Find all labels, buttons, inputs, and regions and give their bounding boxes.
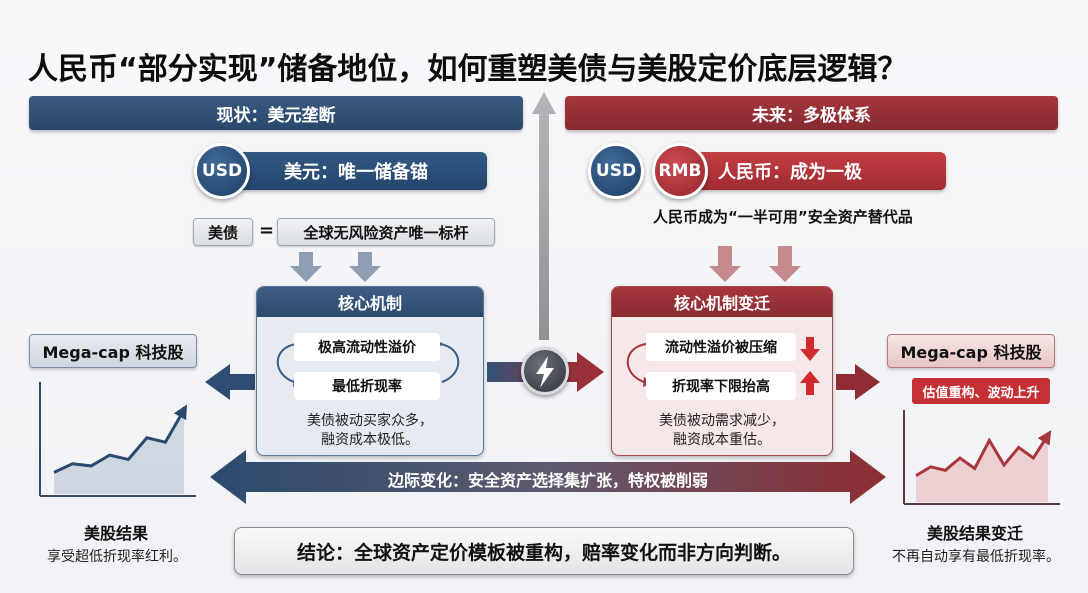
benchmark-chip: 全球无风险资产唯一标杆 [277,218,495,246]
left-trend-chart [39,382,196,497]
left-result-title: 美股结果 [83,524,148,543]
margin-double-arrow [210,450,886,504]
left-result-arrow [205,364,255,400]
left-mechanism-note: 美债被动买家众多， 融资成本极低。 [256,412,484,450]
left-result-desc: 享受超低折现率红利。 [47,549,187,565]
core-mechanism-shift-box: 核心机制变迁 [611,286,833,456]
margin-change-text: 边际变化：安全资产选择集扩张，特权被削弱 [387,471,708,490]
bond-chip: 美债 [193,218,253,246]
conclusion-text: 结论：全球资产定价模板被重构，赔率变化而非方向判断。 [296,541,791,564]
center-up-arrow [532,92,556,340]
premium-compressed-item: 流动性溢价被压缩 [646,333,796,361]
down-arrow-left-2 [349,252,381,282]
right-result-desc: 不再自动享有最低折现率。 [892,549,1060,565]
up-red-arrow-icon [800,371,820,395]
right-mechanism-note: 美债被动需求减少， 融资成本重估。 [611,412,833,450]
left-chart-area [54,409,184,494]
rmb-pole-pill: 人民币：成为一极 [668,152,946,190]
core-mechanism-box: 核心机制 [256,286,484,456]
right-chart-line [915,434,1050,477]
trend-arrows [800,337,820,395]
right-note-line2: 融资成本重估。 [673,432,771,448]
page-title: 人民币“部分实现”储备地位，如何重塑美债与美股定价底层逻辑？ [28,52,908,87]
usd-circle-right: USD [588,143,644,199]
right-volatile-chart [903,410,1060,505]
liquidity-premium-item: 极高流动性溢价 [294,333,440,361]
rmb-circle: RMB [652,143,708,199]
rmb-sub-caption: 人民币成为“一半可用”安全资产替代品 [653,208,913,226]
disruption-icon [521,347,569,395]
mega-cap-right: Mega-cap 科技股 [887,334,1055,368]
left-note-line1: 美债被动买家众多， [307,413,433,429]
mega-cap-left: Mega-cap 科技股 [29,334,197,368]
right-result-title: 美股结果变迁 [926,524,1023,543]
right-result-arrow [836,364,880,400]
right-note-line1: 美债被动需求减少， [659,413,785,429]
usd-anchor-pill: 美元：唯一储备锚 [222,152,487,190]
down-red-arrow-icon [800,337,820,361]
lowest-discount-item: 最低折现率 [294,372,440,400]
down-arrow-right-1 [709,246,741,282]
future-header: 未来：多极体系 [565,96,1058,130]
right-chart-arrowhead [1037,430,1052,446]
usd-circle: USD [194,143,250,199]
usd-anchor-label: 美元：唯一储备锚 [284,162,428,183]
status-quo-header: 现状：美元垄断 [29,96,523,130]
valuation-badge: 估值重构、波动上升 [912,378,1050,404]
core-mechanism-shift-title: 核心机制变迁 [612,287,832,317]
left-note-line2: 融资成本极低。 [321,432,419,448]
rmb-pole-label: 人民币：成为一极 [718,162,862,183]
equals-sign: = [259,220,275,241]
left-chart-line [53,409,186,474]
down-arrow-right-2 [769,246,801,282]
conclusion-box: 结论：全球资产定价模板被重构，赔率变化而非方向判断。 [234,527,854,575]
lightning-icon [536,356,554,388]
right-chart-area [916,435,1048,502]
down-arrow-left-1 [290,252,322,282]
discount-floor-item: 折现率下限抬高 [646,372,796,400]
core-mechanism-title: 核心机制 [257,287,483,317]
left-chart-arrowhead [173,404,187,421]
